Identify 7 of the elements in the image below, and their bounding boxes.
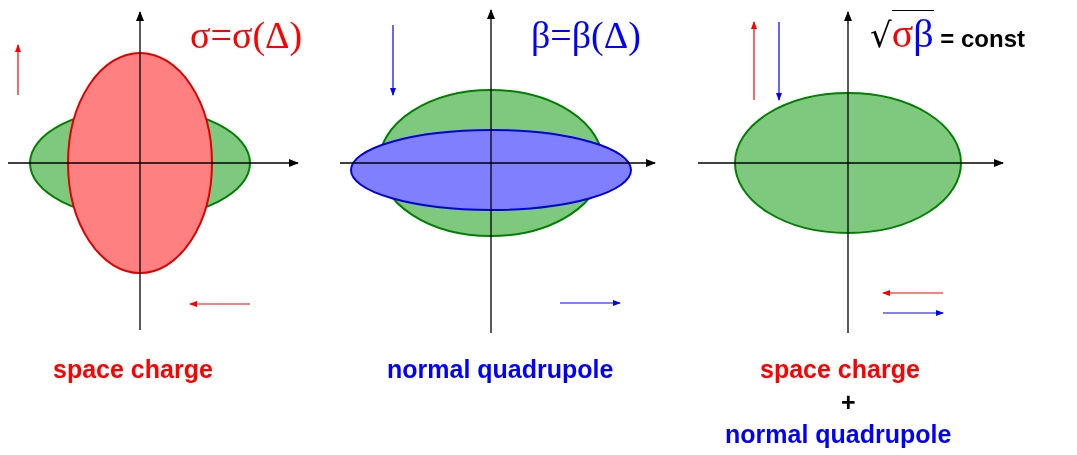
caption-text: space charge [760, 357, 920, 382]
formula: β=β(Δ) [531, 16, 641, 54]
caption-text: normal quadrupole [387, 357, 614, 382]
formula: σ=σ(Δ) [190, 16, 303, 54]
plus-sign: + [841, 390, 856, 415]
caption-text: normal quadrupole [725, 422, 952, 447]
caption-text: space charge [53, 357, 213, 382]
